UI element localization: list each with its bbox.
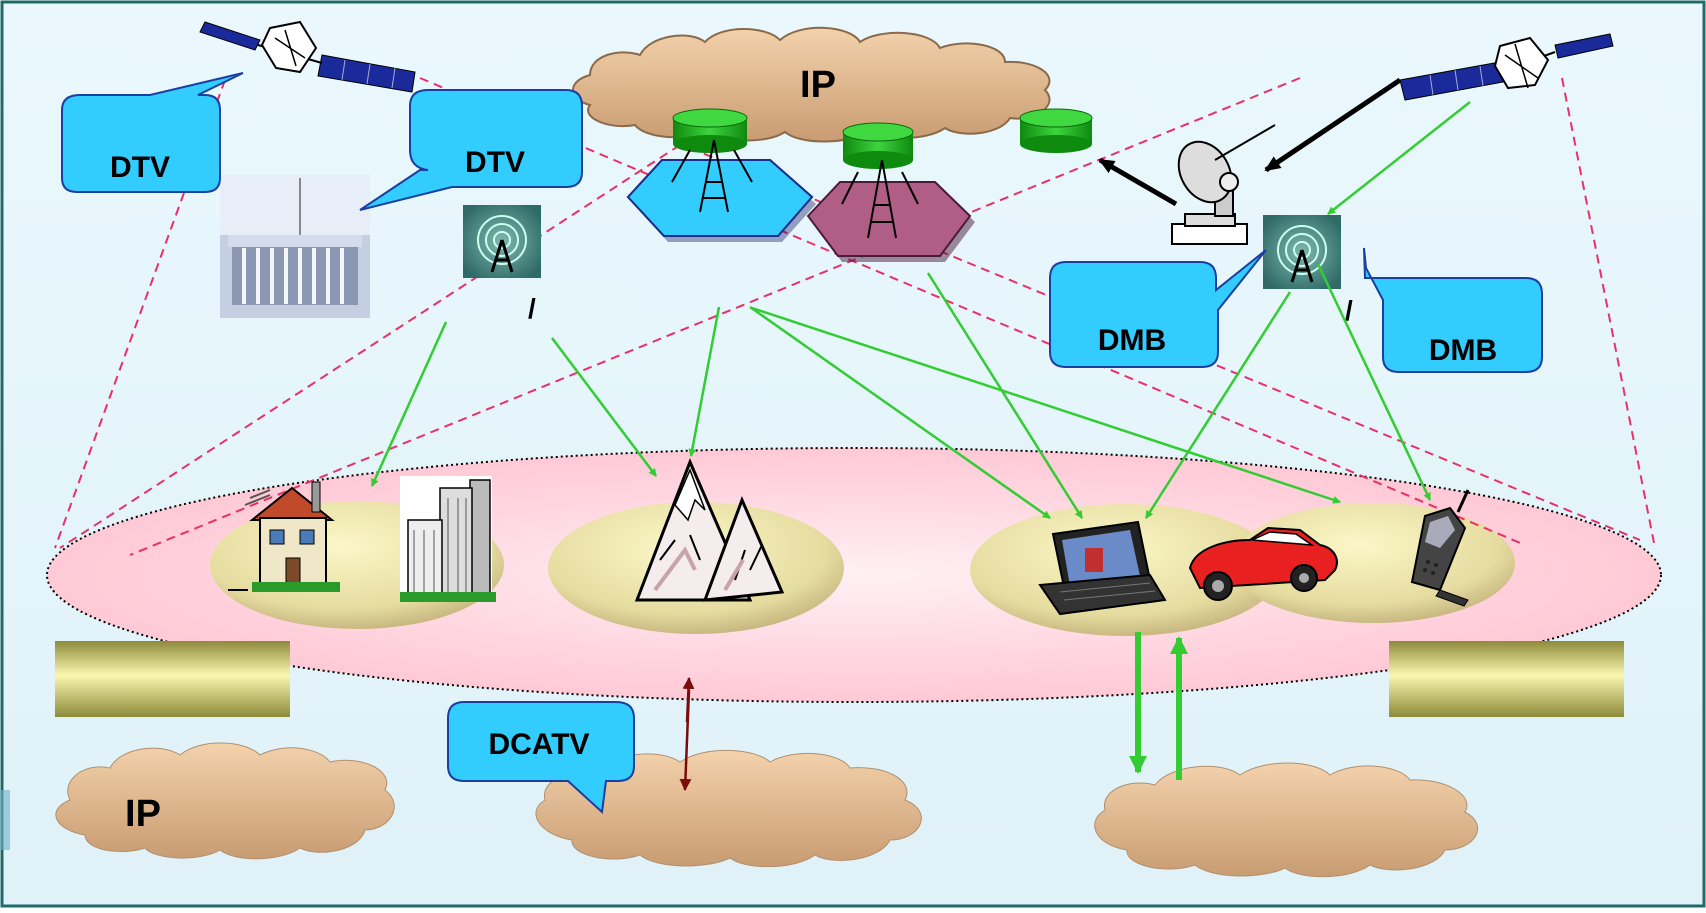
slash-right-label: /: [1345, 295, 1353, 326]
tower-icon: [463, 205, 541, 278]
server-uplink-arrow: [1098, 157, 1178, 207]
satellite-icon: [199, 20, 416, 93]
dmb-left-label: DMB: [1098, 324, 1166, 357]
green-broadcast-arrows: [370, 101, 1471, 520]
dcatv-callout: DCATV: [447, 701, 635, 815]
dtv-callout-left: DTV: [61, 72, 244, 193]
ip-top-label: IP: [800, 64, 836, 106]
house-icon: [228, 481, 340, 592]
dtv-callout-center: DTV: [359, 89, 583, 211]
dmb-callout-left: DMB: [1049, 249, 1267, 368]
dcatv-label: DCATV: [488, 728, 589, 761]
mobile-phone-icon: [1410, 489, 1470, 607]
cable-cloud: [535, 749, 922, 868]
tower-icon: [671, 139, 753, 213]
server-disk-icon: [842, 122, 914, 169]
edge-decoration: [0, 790, 10, 850]
left-bar: [55, 641, 290, 717]
dtv-center-label: DTV: [465, 146, 525, 179]
purple-cell-hexagon: [806, 181, 972, 257]
dmb-right-label: DMB: [1429, 334, 1497, 367]
cable-down-arrow: [679, 689, 692, 791]
ip-bottom-label: IP: [125, 793, 161, 835]
ip-cloud-bottom-left: IP: [55, 742, 395, 860]
broadcast-building-icon: [220, 175, 370, 318]
mobile-cloud: [1094, 762, 1478, 878]
satellite-icon: [1399, 33, 1614, 101]
server-disk-icon: [672, 108, 748, 153]
building-icon: [400, 476, 496, 602]
tower-icon: [1263, 215, 1341, 289]
dmb-callout-right: DMB: [1363, 247, 1543, 373]
tower-icon: [841, 159, 919, 239]
slash-left-label: /: [528, 293, 536, 324]
car-icon: [1188, 526, 1338, 601]
laptop-icon: [1038, 520, 1167, 616]
dtv-left-label: DTV: [110, 151, 170, 184]
mountain-icon: [634, 458, 785, 602]
satellite-downlink-arrow: [1264, 77, 1402, 173]
server-disk-icon: [1019, 108, 1093, 153]
right-bar: [1389, 641, 1624, 717]
dish-icon: [1171, 124, 1276, 245]
